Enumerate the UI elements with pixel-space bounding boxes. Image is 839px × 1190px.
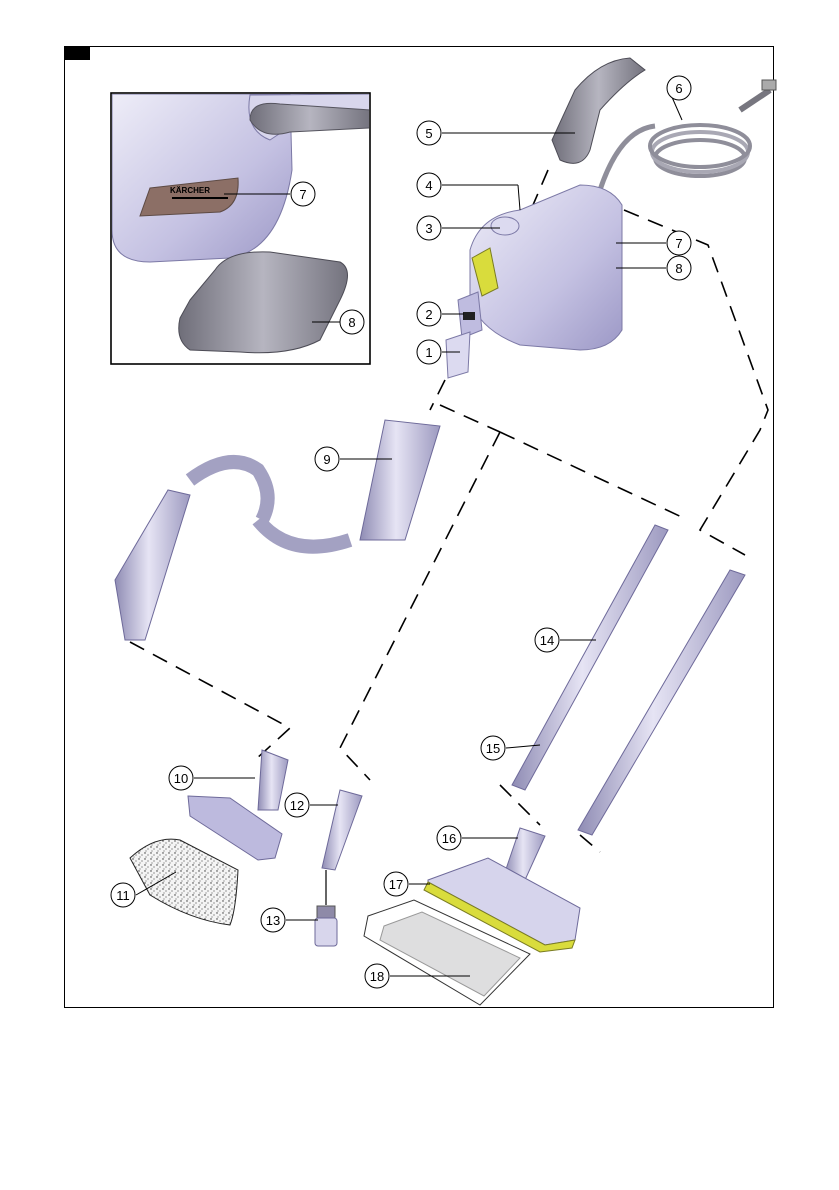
callout-7-inset: 7 bbox=[291, 182, 315, 206]
svg-text:7: 7 bbox=[675, 236, 682, 251]
svg-text:13: 13 bbox=[266, 913, 280, 928]
callout-7: 7 bbox=[667, 231, 691, 255]
svg-text:8: 8 bbox=[348, 315, 355, 330]
svg-text:12: 12 bbox=[290, 798, 304, 813]
callout-3: 3 bbox=[417, 216, 441, 240]
callout-13: 13 bbox=[261, 908, 285, 932]
svg-text:15: 15 bbox=[486, 741, 500, 756]
callout-14: 14 bbox=[535, 628, 559, 652]
callout-12: 12 bbox=[285, 793, 309, 817]
callout-4: 4 bbox=[417, 173, 441, 197]
callout-1: 1 bbox=[417, 340, 441, 364]
callout-16: 16 bbox=[437, 826, 461, 850]
callout-8: 8 bbox=[667, 256, 691, 280]
svg-text:11: 11 bbox=[116, 888, 130, 903]
callout-6: 6 bbox=[667, 76, 691, 100]
main-unit bbox=[446, 185, 622, 378]
svg-text:1: 1 bbox=[425, 345, 432, 360]
svg-text:9: 9 bbox=[323, 452, 330, 467]
svg-text:16: 16 bbox=[442, 831, 456, 846]
grip-handle bbox=[552, 58, 645, 163]
svg-text:5: 5 bbox=[425, 126, 432, 141]
callout-5: 5 bbox=[417, 121, 441, 145]
svg-text:17: 17 bbox=[389, 877, 403, 892]
svg-text:2: 2 bbox=[425, 307, 432, 322]
svg-text:7: 7 bbox=[299, 187, 306, 202]
svg-text:8: 8 bbox=[675, 261, 682, 276]
callout-18: 18 bbox=[365, 964, 389, 988]
hose-assembly bbox=[115, 420, 440, 640]
svg-text:18: 18 bbox=[370, 969, 384, 984]
svg-text:6: 6 bbox=[675, 81, 682, 96]
callout-8-inset: 8 bbox=[340, 310, 364, 334]
svg-text:10: 10 bbox=[174, 771, 188, 786]
callout-9: 9 bbox=[315, 447, 339, 471]
callout-2: 2 bbox=[417, 302, 441, 326]
inset-detail: KÄRCHER bbox=[111, 93, 370, 364]
round-brush bbox=[315, 906, 337, 946]
cloth-cover bbox=[130, 839, 238, 925]
svg-text:4: 4 bbox=[425, 178, 432, 193]
svg-text:14: 14 bbox=[540, 633, 554, 648]
svg-text:3: 3 bbox=[425, 221, 432, 236]
inset-brand-label: KÄRCHER bbox=[170, 186, 210, 195]
detail-nozzle bbox=[322, 790, 362, 905]
extension-tubes bbox=[512, 525, 745, 835]
callout-10: 10 bbox=[169, 766, 193, 790]
hand-nozzle bbox=[188, 750, 288, 860]
callout-17: 17 bbox=[384, 872, 408, 896]
callout-15: 15 bbox=[481, 736, 505, 760]
callout-11: 11 bbox=[111, 883, 135, 907]
